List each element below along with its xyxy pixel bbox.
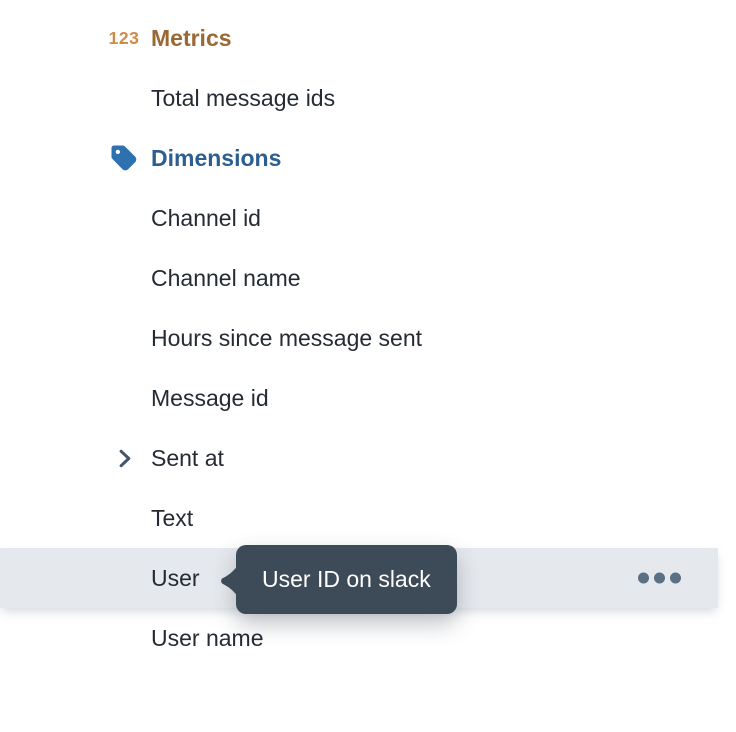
field-row-sent-at[interactable]: Sent at xyxy=(0,428,736,488)
section-header-metrics[interactable]: 123 Metrics xyxy=(0,8,736,68)
ellipsis-dot xyxy=(638,572,649,584)
field-explorer-tree: 123 Metrics Total message ids Dimensions… xyxy=(0,8,736,668)
tag-icon xyxy=(104,143,144,173)
field-description-tooltip: User ID on slack xyxy=(218,545,457,614)
field-row-channel-id[interactable]: Channel id xyxy=(0,188,736,248)
numeric-123-icon: 123 xyxy=(104,28,144,49)
field-row-user[interactable]: User User ID on slack xyxy=(0,545,718,614)
tooltip-arrow-icon xyxy=(221,563,239,598)
numeric-123-icon-text: 123 xyxy=(108,27,140,48)
field-row-hours-since-message-sent[interactable]: Hours since message sent xyxy=(0,308,736,368)
field-row-channel-name[interactable]: Channel name xyxy=(0,248,736,308)
section-label-metrics: Metrics xyxy=(151,24,232,51)
field-row-total-message-ids[interactable]: Total message ids xyxy=(0,68,736,128)
field-label: Hours since message sent xyxy=(151,324,423,351)
field-label: Channel name xyxy=(151,264,301,291)
field-label: User xyxy=(151,564,200,591)
field-label: Message id xyxy=(151,384,269,411)
section-header-dimensions[interactable]: Dimensions xyxy=(0,128,736,188)
ellipsis-dot xyxy=(670,572,681,584)
section-label-dimensions: Dimensions xyxy=(151,144,282,171)
ellipsis-dot xyxy=(654,572,665,584)
field-row-message-id[interactable]: Message id xyxy=(0,368,736,428)
field-row-text[interactable]: Text xyxy=(0,488,736,548)
field-label: Text xyxy=(151,504,194,531)
field-label: User name xyxy=(151,624,264,651)
field-label: Total message ids xyxy=(151,84,336,111)
field-label: Sent at xyxy=(151,444,224,471)
field-label: Channel id xyxy=(151,204,261,231)
tooltip-text: User ID on slack xyxy=(236,545,457,614)
field-row-user-name[interactable]: User name xyxy=(0,608,736,668)
ellipsis-menu-icon[interactable] xyxy=(638,572,681,584)
chevron-right-icon[interactable] xyxy=(104,447,144,470)
